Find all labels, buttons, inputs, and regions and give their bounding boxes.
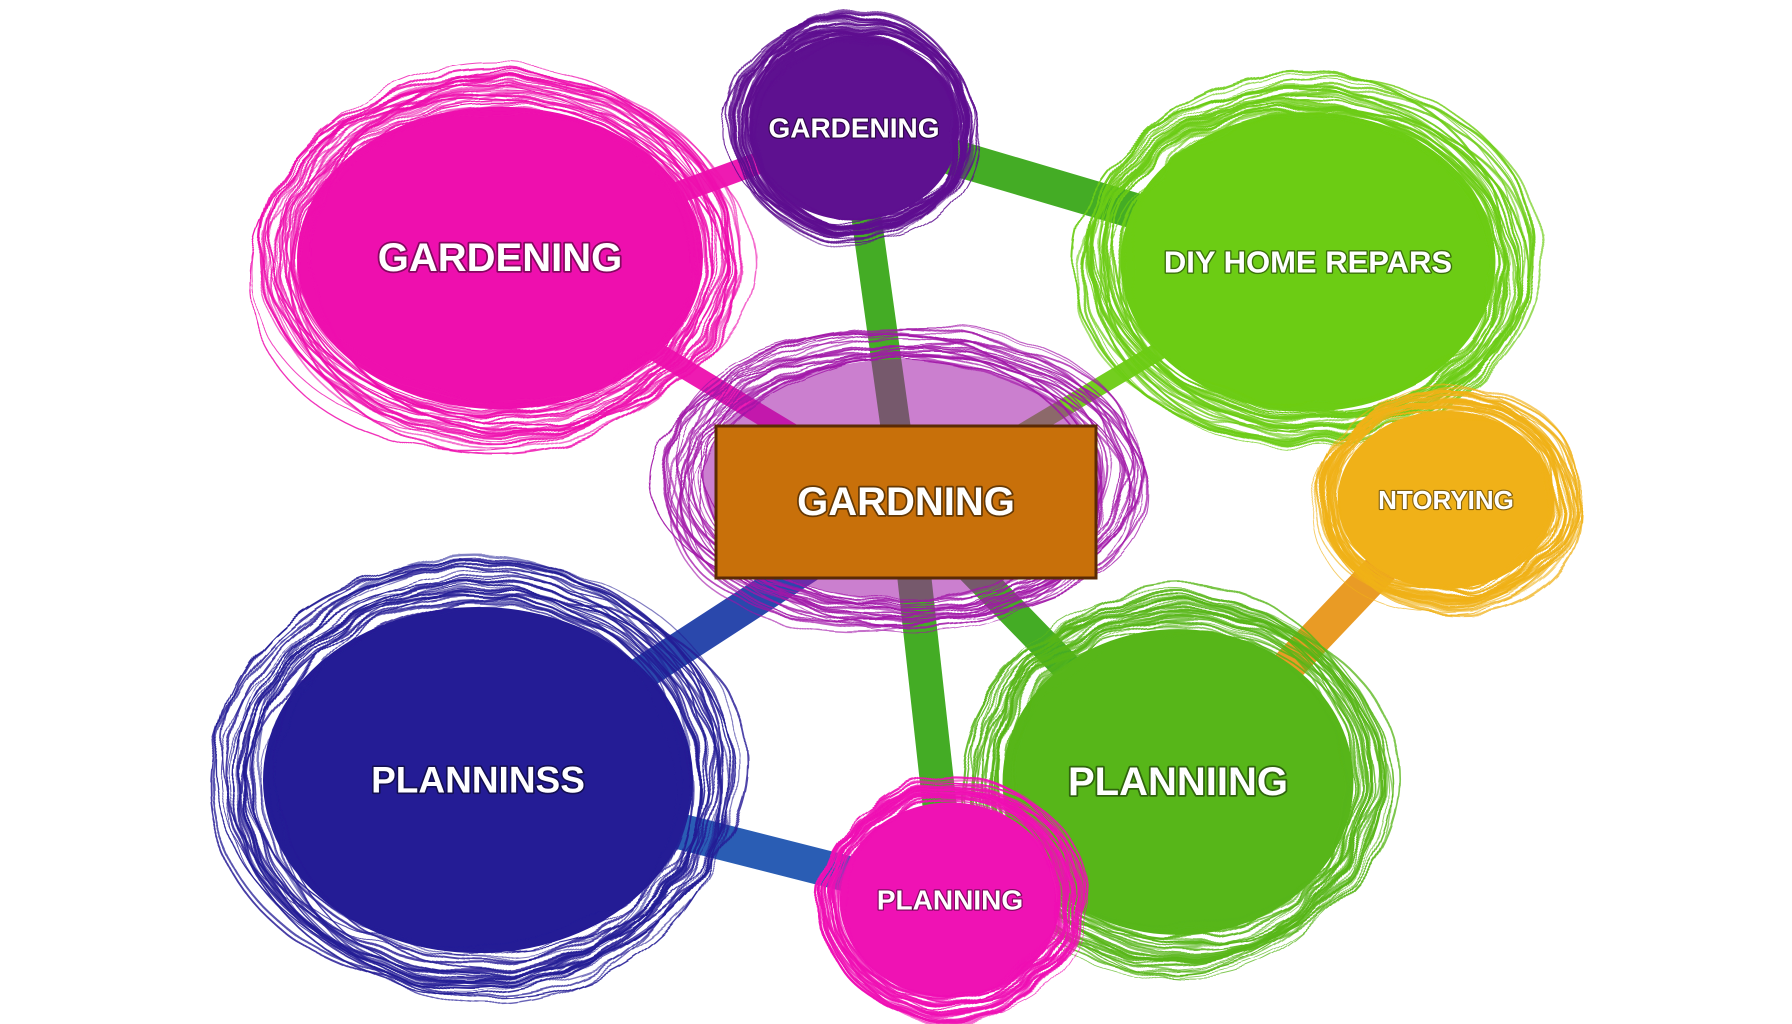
scribble-stroke xyxy=(257,553,692,984)
scribble-stroke xyxy=(276,88,716,416)
node-planniing[interactable]: PLANNIING xyxy=(940,564,1420,1002)
node-gardening-top[interactable]: GARDENING xyxy=(713,0,996,262)
scribble-stroke xyxy=(298,92,699,445)
scribble-stroke xyxy=(268,574,710,997)
scribble-stroke xyxy=(252,559,681,987)
scribble-stroke xyxy=(745,35,961,226)
node-planning-bottom[interactable]: PLANNING xyxy=(798,758,1100,1024)
node-label: GARDENING xyxy=(378,236,622,280)
scribble-stroke xyxy=(1103,110,1520,429)
scribble-stroke xyxy=(269,97,730,426)
scribble-stroke xyxy=(278,107,712,413)
scribble-stroke xyxy=(983,614,1366,941)
scribble-stroke xyxy=(221,566,724,976)
scribble-stroke xyxy=(294,102,696,410)
node-diy-home-repairs[interactable]: DIY HOME REPARS xyxy=(1055,50,1569,476)
scribble-stroke xyxy=(245,591,703,962)
scribble-stroke xyxy=(1097,85,1508,437)
scribble-stroke xyxy=(1073,86,1521,444)
node-label: GARDENING xyxy=(768,113,939,144)
scribble-stroke xyxy=(253,584,675,992)
scribble-stroke xyxy=(289,90,728,403)
center-box-rect xyxy=(714,424,1098,580)
scribble-stroke xyxy=(208,557,715,985)
node-ntorying[interactable]: NTORYING xyxy=(1296,365,1600,634)
scribble-stroke xyxy=(1093,101,1509,414)
node-label: PLANNINSS xyxy=(371,760,585,801)
scribble-stroke xyxy=(686,347,1122,616)
scribble-stroke xyxy=(821,791,1076,1014)
center-box[interactable]: GARDNING xyxy=(714,424,1098,580)
scribble-stroke xyxy=(251,81,730,436)
scribble-stroke xyxy=(1076,108,1527,429)
node-planninss[interactable]: PLANNINSS xyxy=(174,517,779,1024)
scribble-stroke xyxy=(228,592,720,947)
scribble-stroke xyxy=(692,330,1103,633)
node-label: DIY HOME REPARS xyxy=(1164,245,1452,280)
scribble-stroke xyxy=(1130,94,1500,441)
scribble-stroke xyxy=(817,790,1075,1022)
scribble-stroke xyxy=(819,793,1080,1020)
node-label: NTORYING xyxy=(1378,485,1514,515)
node-gardening-left[interactable]: GARDENING xyxy=(219,39,760,492)
scribble-stroke xyxy=(827,799,1069,999)
scribble-stroke xyxy=(219,595,711,956)
scribble-stroke xyxy=(267,73,742,449)
scribble-stroke xyxy=(260,93,736,431)
scribble-stroke xyxy=(675,352,1149,611)
node-label: PLANNIING xyxy=(1068,760,1288,804)
scribble-stroke xyxy=(1089,98,1504,415)
scribble-stroke xyxy=(261,114,724,421)
scribble-stroke xyxy=(1321,389,1568,609)
scribble-stroke xyxy=(732,16,967,236)
scribble-stroke xyxy=(285,68,707,444)
scribble-stroke xyxy=(1102,99,1524,416)
scribble-stroke xyxy=(259,606,725,958)
scribble-stroke xyxy=(239,596,749,972)
scribble-stroke xyxy=(274,103,706,415)
scribble-stroke xyxy=(243,591,735,952)
scribble-stroke xyxy=(1331,393,1572,614)
scribble-stroke xyxy=(750,24,970,235)
scribble-stroke xyxy=(690,345,1102,606)
scribble-stroke xyxy=(662,337,1139,608)
node-label: PLANNING xyxy=(877,885,1023,916)
nodes-layer: GARDENING GARDENING DIY HOME REPARS NTOR… xyxy=(174,0,1600,1024)
scribble-stroke xyxy=(990,599,1386,944)
scribble-stroke xyxy=(738,14,956,242)
scribble-stroke xyxy=(737,20,958,231)
scribble-stroke xyxy=(979,605,1392,951)
center-box-label: GARDNING xyxy=(797,480,1015,524)
scribble-stroke xyxy=(659,327,1126,622)
scribble-stroke xyxy=(836,787,1061,1005)
